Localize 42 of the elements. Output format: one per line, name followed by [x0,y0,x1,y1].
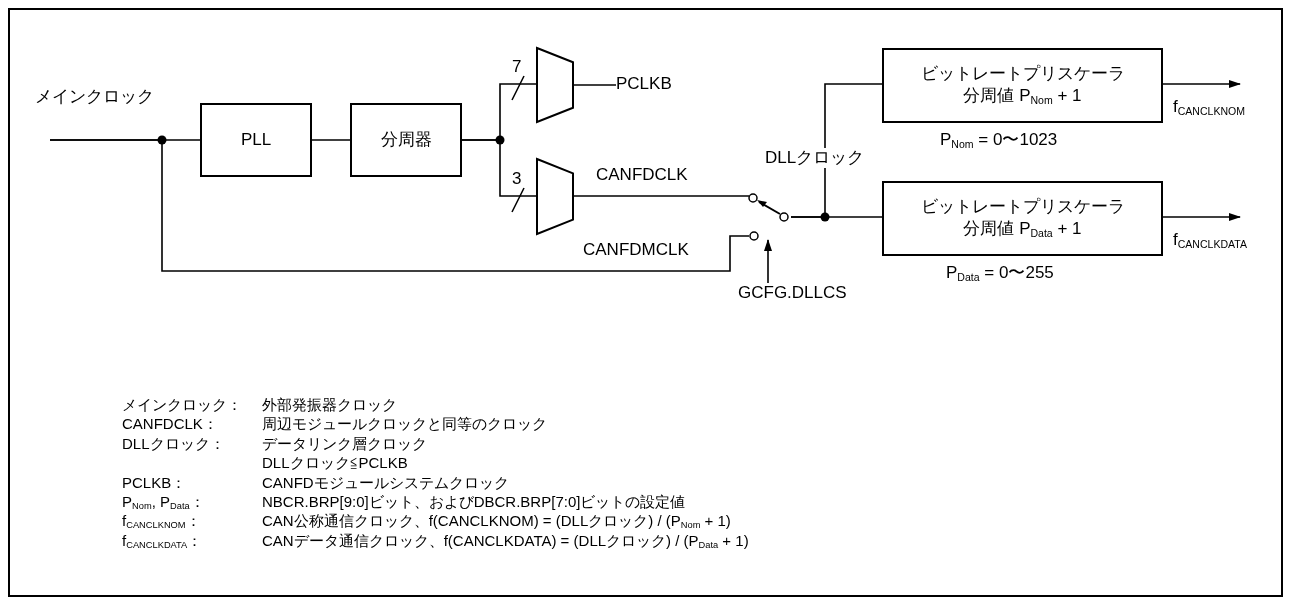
connector-line [573,195,750,197]
definition-text: 周辺モジュールクロックと同等のクロック [262,415,547,433]
term-label: f$_{CANCLKDATA}$： [122,531,203,551]
term-label: P$_{Nom}$, P$_{Data}$： [122,493,205,512]
arrow [1162,80,1241,88]
definition-text: NBCR.BRP[9:0]ビット、およびDBCR.BRP[7:0]ビットの設定値 [262,493,686,511]
prescaler-box: ビットレートプリスケーラ分周値 P$_{Nom}$ + 1 [882,48,1163,123]
term-label: DLLクロック： [122,434,225,453]
process-box: PLL [200,103,312,177]
value-range: P$_{Nom}$ = 0〜1023 [940,130,1058,150]
term-label: メインクロック： [122,396,242,414]
multiplexer-symbol [536,158,574,235]
term-label: CANFDCLK： [122,415,218,433]
definition-text: CAN公称通信クロック、f(CANCLKNOM) = (DLLクロック) / (P$_{Nom}$ + 1) [262,512,731,532]
switch-symbol [749,192,791,240]
signal-name: GCFG.DLLCS [738,283,847,303]
edge-label: f$_{CANCLKDATA}$ [1173,230,1247,250]
edge-label: f$_{CANCLKNOM}$ [1173,97,1246,117]
value-range: P$_{Data}$ = 0〜255 [946,263,1054,283]
signal-name: PCLKB [616,74,672,94]
process-box: 分周器 [350,103,462,177]
multiplexer-symbol [536,47,574,123]
edge-label: CANFDMCLK [583,240,689,260]
term-label: PCLKB： [122,473,187,491]
edge-label: CANFDCLK [596,165,688,185]
connector-line [573,84,617,86]
prescaler-box: ビットレートプリスケーラ分周値 P$_{Data}$ + 1 [882,181,1163,256]
connector-line [790,216,883,218]
definition-text: 外部発振器クロック [262,396,397,414]
definition-text: CANデータ通信クロック、f(CANCLKDATA) = (DLLクロック) / (P$_{Data}$ + 1) [262,531,749,551]
edge-label: メインクロック [35,87,154,107]
arrow [764,239,772,284]
definition-text: データリンク層クロック [262,434,427,453]
connector-line [49,139,750,272]
arrow [1162,213,1241,221]
connector-line [311,139,351,141]
term-label: f$_{CANCLKNOM}$： [122,512,201,532]
definition-text: CANFDモジュールシステムクロック [262,473,509,491]
edge-label: 7 [512,57,522,77]
definition-text: DLLクロック≦PCLKB [262,454,408,472]
connector-line [461,139,537,197]
edge-label: 3 [512,169,522,189]
